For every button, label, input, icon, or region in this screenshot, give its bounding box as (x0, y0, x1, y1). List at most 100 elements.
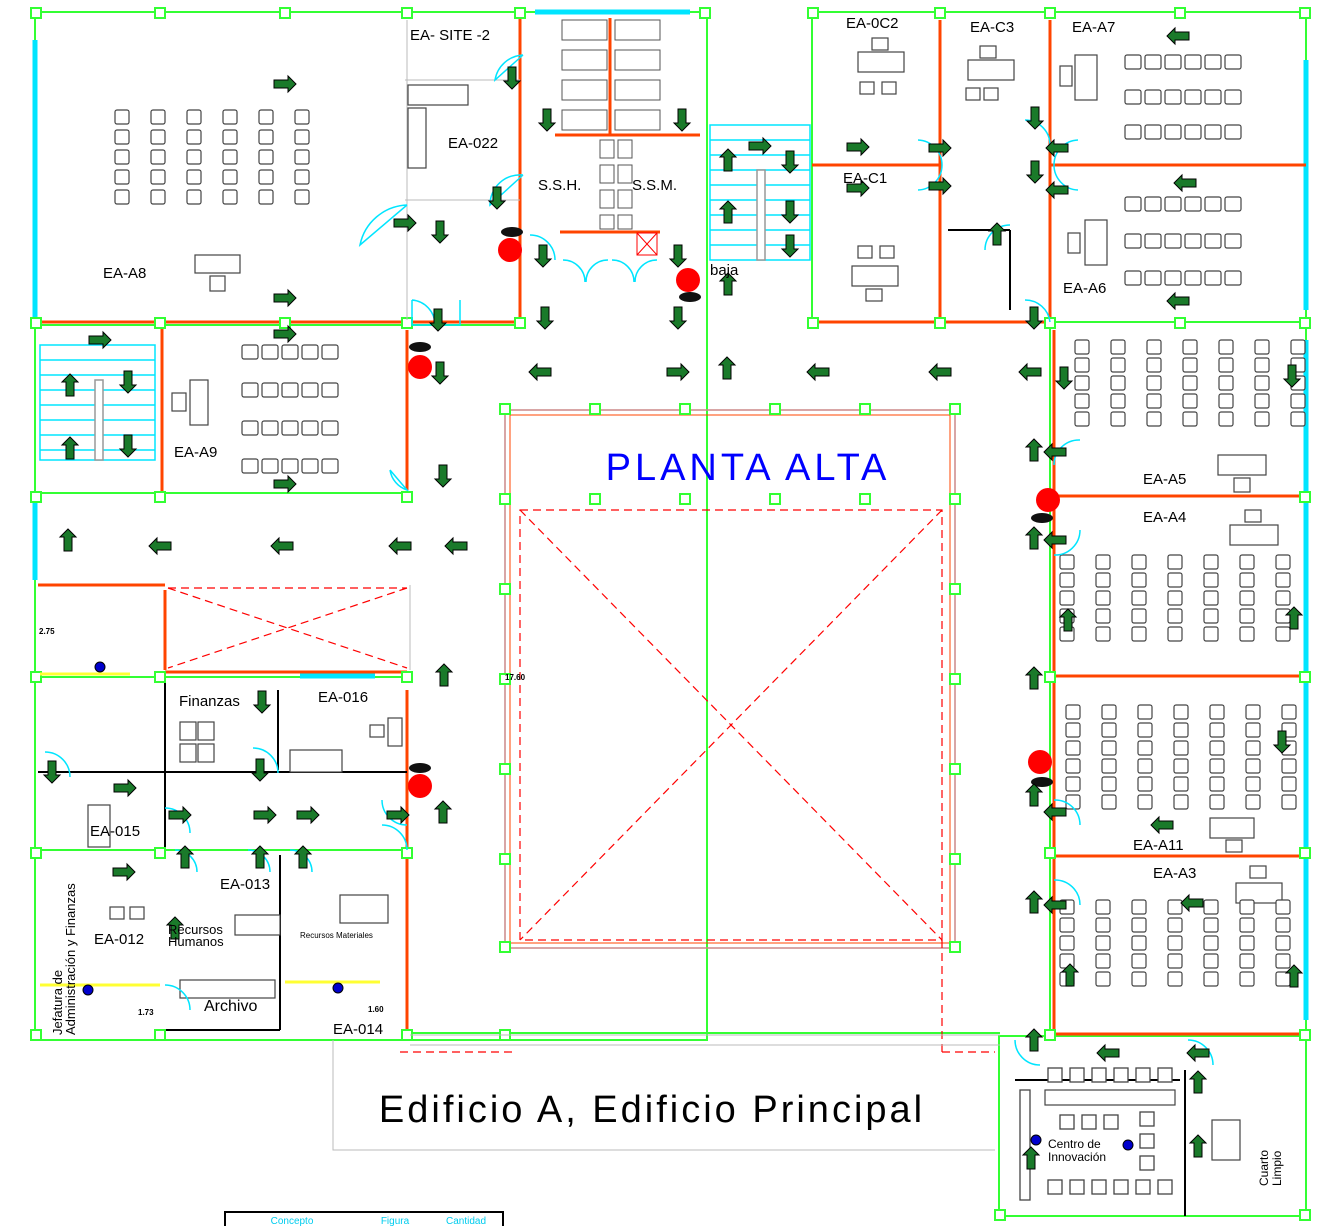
chair-icon (1167, 953, 1183, 969)
chair-icon (1245, 722, 1261, 738)
chair-icon (1144, 233, 1162, 249)
room-label-finanzas: Finanzas (179, 693, 240, 710)
chair-icon (258, 189, 274, 205)
chair-icon (1131, 917, 1147, 933)
evacuation-route-arrow-icon (1060, 963, 1080, 987)
evacuation-route-arrow-icon (250, 845, 270, 869)
chair-icon (1167, 899, 1183, 915)
chair-icon (1239, 608, 1255, 624)
chair-icon (1131, 608, 1147, 624)
dimension-labels: 2.75 17.60 1.73 1.60 (39, 627, 526, 1017)
chair-icon (1182, 393, 1198, 409)
chair-icon (1203, 899, 1219, 915)
evacuation-route-arrow-icon (846, 137, 870, 157)
chair-icon (1065, 758, 1081, 774)
chair-icon (1101, 776, 1117, 792)
evacuation-route-arrow-icon (430, 361, 450, 385)
chair-icon (261, 382, 279, 398)
chair-icon (1275, 971, 1291, 987)
chair-icon (186, 189, 202, 205)
chair-icon (1124, 270, 1142, 286)
evacuation-route-arrow-icon (928, 138, 952, 158)
chair-icon (1101, 758, 1117, 774)
chair-icon (1209, 794, 1225, 810)
room-label-ea-site-2: EA- SITE -2 (410, 27, 490, 44)
chair-icon (1224, 233, 1242, 249)
chair-icon (301, 344, 319, 360)
evacuation-route-arrow-icon (1043, 442, 1067, 462)
chair-icon (114, 149, 130, 165)
chair-icon (1101, 704, 1117, 720)
evacuation-route-arrow-icon (168, 805, 192, 825)
evacuation-route-arrow-icon (1043, 802, 1067, 822)
chair-icon (294, 169, 310, 185)
chair-icon (1203, 554, 1219, 570)
chair-icon (1275, 572, 1291, 588)
chair-icon (1281, 794, 1297, 810)
chair-icon (1209, 722, 1225, 738)
evacuation-route-arrow-icon (1173, 173, 1197, 193)
dimension-1-60: 1.60 (368, 1005, 384, 1014)
chair-icon (258, 149, 274, 165)
chair-icon (1131, 626, 1147, 642)
chair-icon (222, 129, 238, 145)
evacuation-route-arrow-icon (1045, 138, 1069, 158)
chair-icon (1224, 124, 1242, 140)
chair-icon (1059, 572, 1075, 588)
chair-icon (1124, 54, 1142, 70)
room-label-ea-c3: EA-C3 (970, 19, 1014, 36)
chair-icon (1146, 357, 1162, 373)
evacuation-route-arrow-icon (60, 373, 80, 397)
evacuation-route-arrow-icon (444, 536, 468, 556)
chair-icon (294, 109, 310, 125)
legend-col-figura: Figura (381, 1216, 410, 1226)
room-label-ea-a11: EA-A11 (1133, 837, 1184, 854)
room-label-jefatura-2: Administración y Finanzas (63, 883, 78, 1035)
evacuation-route-arrow-icon (748, 136, 772, 156)
room-label-ssm: S.S.M. (632, 177, 677, 194)
evacuation-route-arrow-icon (533, 244, 553, 268)
chair-icon (1281, 776, 1297, 792)
room-label-ea-0c2: EA-0C2 (846, 15, 899, 32)
chair-icon (1224, 54, 1242, 70)
chair-icon (186, 129, 202, 145)
evacuation-route-arrow-icon (273, 474, 297, 494)
light-fixtures (40, 672, 380, 987)
chair-icon (150, 169, 166, 185)
chair-icon (1095, 590, 1111, 606)
chair-icon (114, 169, 130, 185)
chair-icon (1184, 124, 1202, 140)
evacuation-route-arrow-icon (666, 362, 690, 382)
chair-icon (1095, 554, 1111, 570)
evacuation-route-arrow-icon (273, 324, 297, 344)
chair-icon (1281, 704, 1297, 720)
chair-icon (1182, 411, 1198, 427)
chair-icon (1203, 935, 1219, 951)
evacuation-route-arrow-icon (528, 362, 552, 382)
legend-col-concepto: Concepto (271, 1216, 314, 1226)
chair-icon (150, 189, 166, 205)
chair-icon (1137, 740, 1153, 756)
chair-icon (1204, 89, 1222, 105)
evacuation-route-arrow-icon (1024, 438, 1044, 462)
chair-icon (1095, 608, 1111, 624)
room-label-ea-a4: EA-A4 (1143, 509, 1186, 526)
chair-icon (1101, 740, 1117, 756)
evacuation-route-arrow-icon (1021, 1146, 1041, 1170)
chair-icon (1254, 357, 1270, 373)
chair-icon (241, 420, 259, 436)
room-label-cuarto-1: Cuarto (1257, 1150, 1271, 1186)
room-label-ea-a3: EA-A3 (1153, 865, 1196, 882)
chair-icon (281, 344, 299, 360)
evacuation-route-arrow-icon (1284, 964, 1304, 988)
chair-icon (258, 129, 274, 145)
chair-icon (1110, 375, 1126, 391)
evacuation-route-arrow-icon (672, 108, 692, 132)
chair-icon (1203, 971, 1219, 987)
evacuation-route-arrow-icon (1180, 893, 1204, 913)
chair-icon (1065, 776, 1081, 792)
evacuation-route-arrow-icon (537, 108, 557, 132)
evacuation-route-arrow-icon (1166, 26, 1190, 46)
chair-icon (1059, 590, 1075, 606)
evacuation-route-arrow-icon (1024, 890, 1044, 914)
